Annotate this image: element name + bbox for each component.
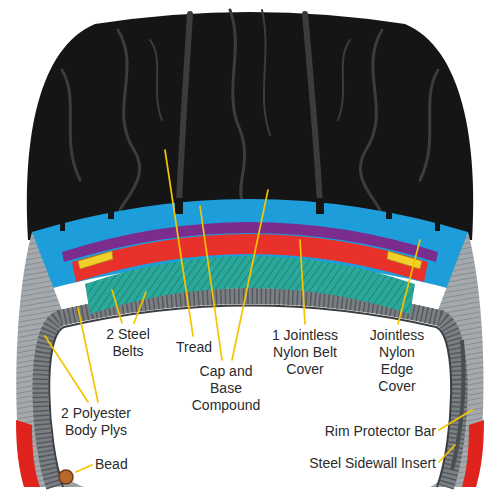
part-label: Jointless Nylon Edge Cover [364,327,430,395]
part-label: Steel Sidewall Insert [260,455,436,472]
part-label: Bead [95,456,155,473]
body-ply [41,296,460,487]
leader-lines [45,150,472,472]
part-label: 1 Jointless Nylon Belt Cover [268,327,342,378]
body-ply-cords [41,296,460,487]
bead-ring [59,470,73,484]
steel-belts [85,256,415,314]
part-label: 2 Steel Belts [100,326,156,360]
rim-protector-left [16,420,40,487]
part-label: Rim Protector Bar [296,423,436,440]
steel-sidewall-insert [452,340,464,470]
inner-liner [49,306,451,488]
part-label: 2 Polyester Body Plys [55,405,137,439]
edge-cover-left [78,251,113,269]
rim-protector-right [462,420,484,487]
tread-grooves [62,10,438,210]
part-label: Cap and Base Compound [189,363,263,414]
part-label: Tread [174,339,214,356]
